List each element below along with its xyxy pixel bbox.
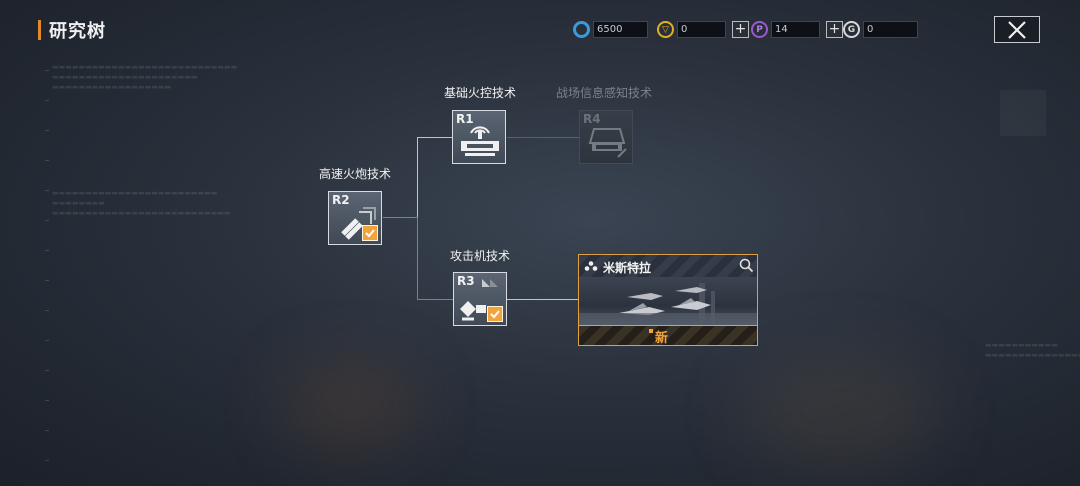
research-node-r3[interactable]: R3 (453, 272, 507, 326)
add-purple-button[interactable]: + (826, 21, 843, 38)
add-gold-button[interactable]: + (732, 21, 749, 38)
new-dot-icon (649, 329, 653, 333)
cannon-icon (341, 207, 376, 240)
link-to-r3 (417, 299, 453, 300)
link-r2-r3-vertical (417, 217, 418, 299)
background-glow (740, 350, 940, 470)
unit-aircraft-image (579, 277, 757, 325)
link-to-r1 (417, 137, 452, 138)
node-label-r3: 攻击机技术 (449, 249, 510, 263)
background-tick (45, 340, 49, 341)
node-label-r2: 高速火炮技术 (318, 167, 391, 181)
background-tick (45, 160, 49, 161)
unit-name: 米斯特拉 (603, 261, 652, 275)
fire-control-icon (461, 126, 499, 156)
resource-gear: 6500 (573, 21, 648, 38)
background-tick (45, 400, 49, 401)
page-header: 研究树 (38, 20, 106, 42)
resource-silver: G 0 (843, 21, 918, 38)
close-button[interactable] (994, 16, 1040, 43)
purple-token-icon: P (751, 21, 768, 38)
title-accent-bar (38, 20, 41, 40)
search-icon[interactable] (739, 258, 754, 273)
resource-gold: ▽ 0 + (657, 21, 749, 38)
page-title: 研究树 (49, 21, 106, 42)
unit-card-header: 米斯特拉 (579, 255, 757, 277)
attack-aircraft-icon (460, 279, 498, 321)
background-tick (45, 460, 49, 461)
background-tick (45, 100, 49, 101)
node-rank: R1 (456, 112, 474, 126)
resource-purple: P 14 + (751, 21, 843, 38)
close-icon (1008, 20, 1026, 39)
node-label-r4: 战场信息感知技术 (555, 86, 652, 100)
unit-class-icon (584, 261, 598, 271)
background-tick (45, 190, 49, 191)
background-glow (280, 360, 420, 450)
background-deco-text: ▬▬▬▬▬▬▬▬▬▬▬▬▬▬▬▬▬▬▬▬▬▬▬▬▬ ▬▬▬▬▬▬▬▬ ▬▬▬▬▬… (52, 189, 231, 217)
research-node-r1[interactable]: R1 (452, 110, 506, 164)
gold-token-icon: ▽ (657, 21, 674, 38)
background-tick (45, 310, 49, 311)
background-deco-text: ▬▬▬▬▬▬▬▬▬▬▬▬▬▬▬▬▬▬▬▬▬▬▬▬▬▬▬▬ ▬▬▬▬▬▬▬▬▬▬▬… (52, 63, 238, 91)
background-tick (45, 430, 49, 431)
sensor-icon (588, 128, 627, 158)
resource-gear-value: 6500 (593, 21, 648, 38)
background-tick (45, 250, 49, 251)
resource-purple-value: 14 (771, 21, 820, 38)
link-r2-trunk (383, 217, 417, 218)
node-rank: R3 (457, 274, 475, 288)
link-r2-r1-vertical (417, 137, 418, 217)
background-tick (45, 280, 49, 281)
background-tick (45, 130, 49, 131)
node-rank: R2 (332, 193, 350, 207)
resource-gold-value: 0 (677, 21, 726, 38)
background-tick (45, 220, 49, 221)
research-node-r2[interactable]: R2 (328, 191, 382, 245)
new-badge: 新 (655, 331, 669, 346)
unit-card-footer: 新 (579, 325, 757, 346)
research-node-r4[interactable]: R4 (579, 110, 633, 164)
node-label-r1: 基础火控技术 (443, 86, 516, 100)
unit-card[interactable]: 米斯特拉 新 (578, 254, 758, 346)
researched-check-icon (487, 306, 503, 322)
researched-check-icon (362, 225, 378, 241)
link-r1-r4 (507, 137, 579, 138)
gear-currency-icon (573, 21, 590, 38)
background-tick (45, 70, 49, 71)
resource-silver-value: 0 (863, 21, 918, 38)
background-deco-text: ▬▬▬▬▬▬▬▬▬▬▬ ▬▬▬▬▬▬▬▬▬▬▬▬▬▬▬ (985, 341, 1080, 359)
background-tick (45, 370, 49, 371)
node-rank: R4 (583, 112, 601, 126)
silver-token-icon: G (843, 21, 860, 38)
link-r3-unit (507, 299, 578, 300)
background-panel (1000, 90, 1046, 136)
